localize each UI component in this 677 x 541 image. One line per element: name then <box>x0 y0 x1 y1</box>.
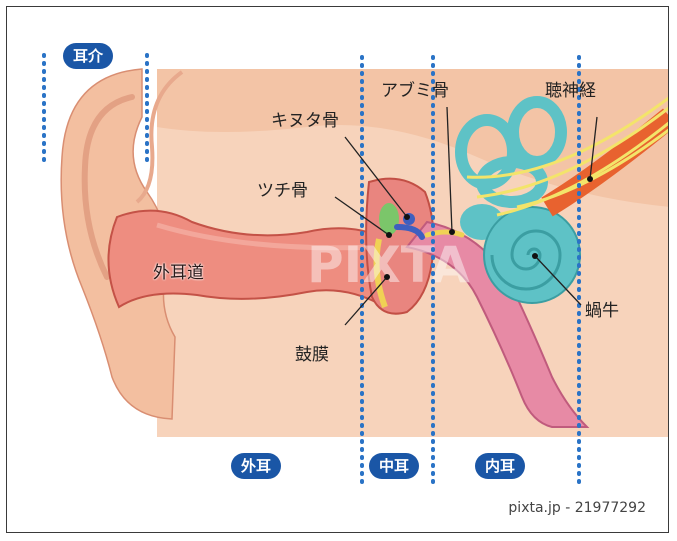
cochlea-callout: 蝸牛 <box>585 303 619 320</box>
inner-ear-label: 内耳 <box>475 453 525 479</box>
outer-ear-label: 外耳 <box>231 453 281 479</box>
middle-ear-label: 中耳 <box>369 453 419 479</box>
image-credit: pixta.jp - 21977292 <box>508 500 646 516</box>
auditory-nerve-callout: 聴神経 <box>545 83 596 100</box>
eardrum-callout: 鼓膜 <box>295 347 329 364</box>
incus-callout: キヌタ骨 <box>271 113 339 130</box>
watermark-text: PIXTA <box>307 236 470 294</box>
diagram-frame: PIXTA 耳介 外耳 中耳 内耳 <box>6 6 669 533</box>
malleus-callout: ツチ骨 <box>257 183 308 200</box>
auricle-label: 耳介 <box>63 43 113 69</box>
ear-canal-callout: 外耳道 <box>153 265 204 282</box>
stapes-callout: アブミ骨 <box>381 83 449 100</box>
